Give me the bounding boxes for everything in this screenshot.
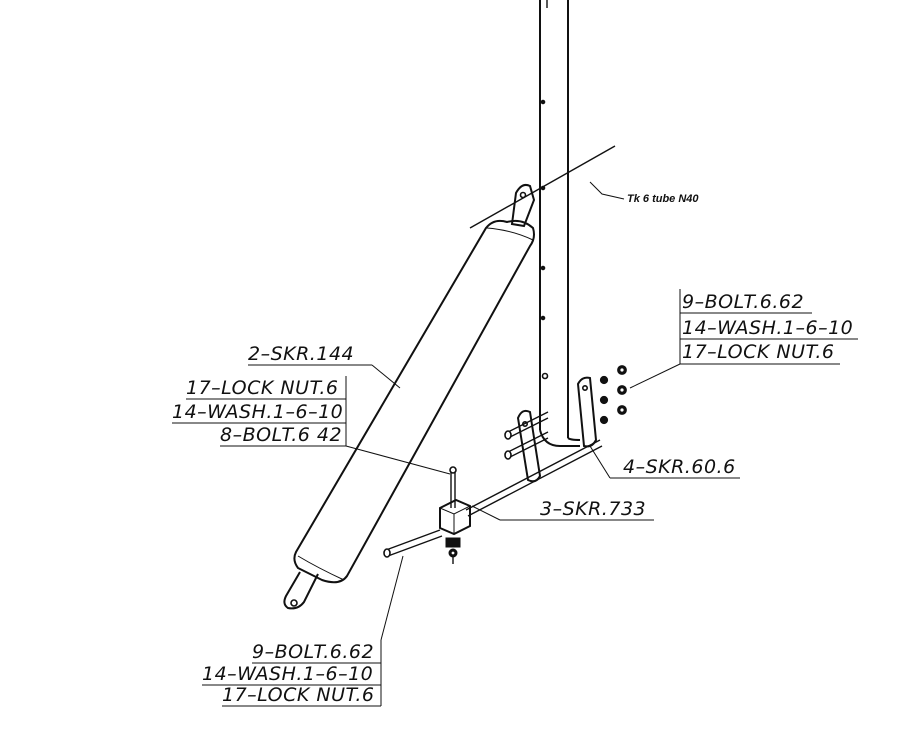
- section-line: [469, 145, 616, 229]
- bracket-plates: [504, 376, 598, 483]
- bracket-nuts: [599, 365, 627, 425]
- callout-bottom-group: 9–BOLT.6.62 14–WASH.1–6–10 17–LOCK NUT.6: [202, 641, 381, 707]
- tie-rod: [465, 439, 601, 511]
- svg-text:14–WASH.1–6–10: 14–WASH.1–6–10: [682, 317, 853, 339]
- svg-text:14–WASH.1–6–10: 14–WASH.1–6–10: [172, 401, 343, 423]
- diagonal-strut: [283, 183, 536, 610]
- leader-lines: [220, 289, 740, 706]
- callout-clamp: 3–SKR.733: [540, 498, 646, 520]
- svg-text:17–LOCK NUT.6: 17–LOCK NUT.6: [186, 377, 339, 399]
- mast-tube: [539, 0, 581, 447]
- tube-note-leader: [589, 181, 625, 200]
- callout-top-right: 9–BOLT.6.62 14–WASH.1–6–10 17–LOCK NUT.6: [680, 291, 858, 365]
- svg-text:9–BOLT.6.62: 9–BOLT.6.62: [252, 641, 374, 663]
- tube-note: Tk 6 tube N40: [627, 193, 699, 205]
- callout-strut: 2–SKR.144: [248, 343, 354, 365]
- clamp-side-bolt: [383, 529, 443, 558]
- svg-text:17–LOCK NUT.6: 17–LOCK NUT.6: [222, 684, 375, 706]
- callout-bracket: 4–SKR.60.6: [623, 456, 736, 478]
- svg-text:8–BOLT.6 42: 8–BOLT.6 42: [220, 424, 342, 446]
- callout-left-group: 17–LOCK NUT.6 14–WASH.1–6–10 8–BOLT.6 42: [172, 376, 347, 446]
- svg-text:17–LOCK NUT.6: 17–LOCK NUT.6: [682, 341, 835, 363]
- clamp-block: [439, 466, 471, 564]
- svg-text:14–WASH.1–6–10: 14–WASH.1–6–10: [202, 663, 373, 685]
- svg-text:9–BOLT.6.62: 9–BOLT.6.62: [682, 291, 804, 313]
